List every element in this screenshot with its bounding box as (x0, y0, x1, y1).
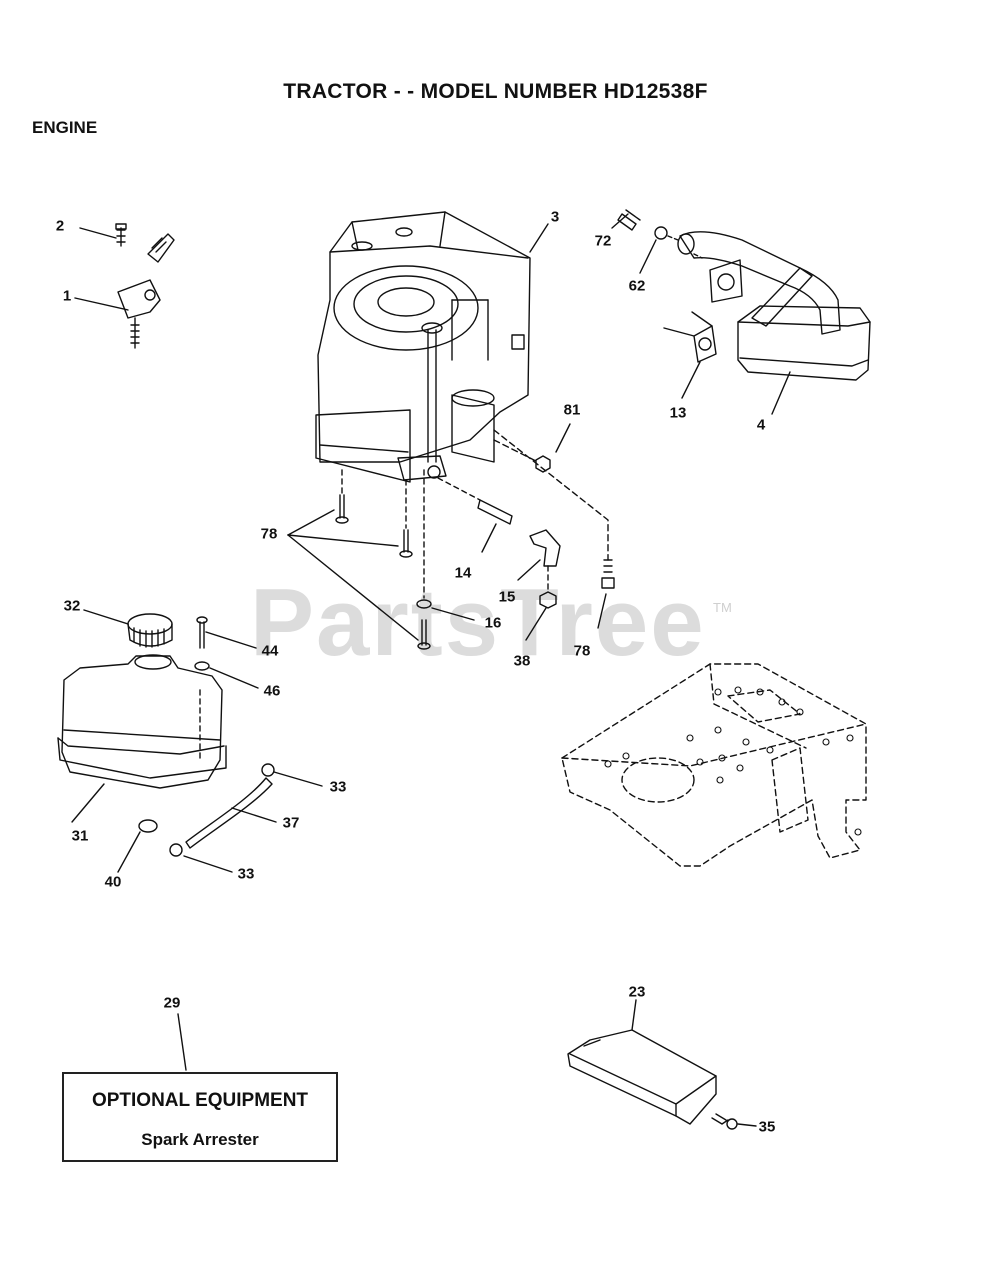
watermark-trademark: TM (713, 600, 732, 615)
callout-2: 2 (55, 217, 65, 235)
throttle-control-drawing (75, 224, 174, 348)
engine-drawing (316, 212, 548, 482)
callout-13: 13 (669, 404, 687, 422)
callout-81: 81 (563, 401, 581, 419)
spark-arrester-label: Spark Arrester (141, 1130, 259, 1149)
callout-16: 16 (484, 614, 502, 632)
callout-15: 15 (498, 588, 516, 606)
optional-equipment-heading: OPTIONAL EQUIPMENT (91, 1090, 309, 1111)
engine-bolts-drawing (288, 424, 614, 649)
fuel-tank-drawing (58, 610, 322, 872)
tractor-frame-drawing (562, 664, 866, 866)
callout-14: 14 (454, 564, 472, 582)
callout-78-frame: 78 (573, 642, 591, 660)
callout-44: 44 (261, 642, 279, 660)
callout-38: 38 (513, 652, 531, 670)
callout-3: 3 (550, 208, 560, 226)
callout-37: 37 (282, 814, 300, 832)
callout-33-upper: 33 (329, 778, 347, 796)
callout-23: 23 (628, 983, 646, 1001)
frame-holes (605, 687, 861, 835)
callout-35: 35 (758, 1118, 776, 1136)
watermark: PartsTree (250, 569, 706, 676)
callout-1: 1 (62, 287, 72, 305)
optional-equipment-box: OPTIONAL EQUIPMENT Spark Arrester (62, 1072, 338, 1162)
page-title: TRACTOR - - MODEL NUMBER HD12538F (283, 80, 708, 103)
callout-33-lower: 33 (237, 865, 255, 883)
callout-32: 32 (63, 597, 81, 615)
callout-31: 31 (71, 827, 89, 845)
section-heading: ENGINE (32, 118, 98, 137)
callout-40: 40 (104, 873, 122, 891)
callout-29: 29 (163, 994, 181, 1012)
heat-shield-drawing (568, 1000, 756, 1129)
muffler-drawing (612, 210, 870, 414)
callout-72: 72 (594, 232, 612, 250)
callout-4: 4 (756, 416, 766, 434)
callout-78-engine: 78 (260, 525, 278, 543)
callout-46: 46 (263, 682, 281, 700)
optional-leader (178, 1014, 186, 1070)
callout-62: 62 (628, 277, 646, 295)
